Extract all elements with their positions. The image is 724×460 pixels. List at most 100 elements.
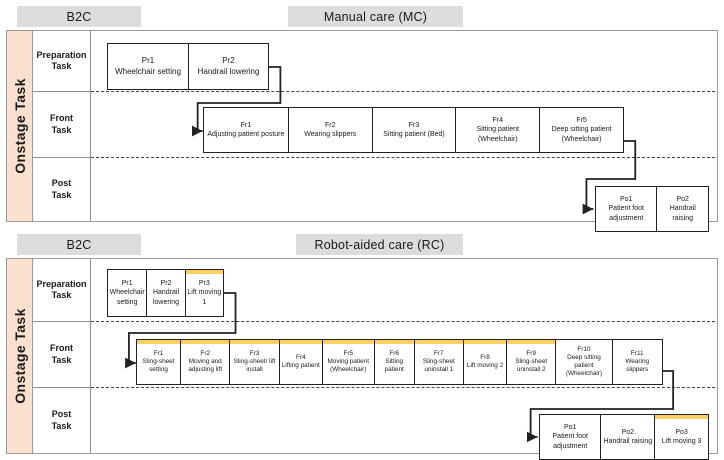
task-code-pr2-manual: Pr2 <box>222 56 235 66</box>
task-box-fr2-manual[interactable]: Fr2 Wearing slippers <box>287 108 372 152</box>
task-label-po2-manual: Handrail raising <box>669 205 696 222</box>
onstage-label-manual: Onstage Task <box>11 78 28 174</box>
diagram-canvas-manual: Pr1 Wheelchair setting Pr2 Handrail lowe… <box>91 31 717 232</box>
task-code-fr4-manual: Fr4 <box>492 117 504 125</box>
row-label-post-line1-robot: Post <box>51 409 72 420</box>
row-label-front-line1: Front <box>50 113 73 124</box>
task-label-pr2-robot: Handrail lowering <box>152 289 180 306</box>
task-box-fr8-robot[interactable]: Fr8 Lift moving 2 <box>462 340 507 384</box>
task-label-fr4-manual: Sitting patient (Wheelchair) <box>476 126 519 143</box>
row-label-prep-line2-robot: Task <box>51 290 72 300</box>
row-label-prep-line1: Preparation <box>36 49 87 60</box>
task-box-fr2-robot[interactable]: Fr2 Moving and adjusting lift <box>180 340 230 384</box>
task-label-fr10-robot: Deep sitting patient (Wheelchair) <box>565 354 603 377</box>
task-box-fr3-robot[interactable]: Fr3 Sling-sheet/ lift install <box>229 340 280 384</box>
preparation-task-group-robot: Pr1 Wheelchair setting Pr2 Handrail lowe… <box>107 269 224 317</box>
preparation-task-group-manual: Pr1 Wheelchair setting Pr2 Handrail lowe… <box>107 43 269 90</box>
title-chip-robot-aided-care: Robot-aided care (RC) <box>296 234 463 255</box>
post-task-group-manual: Po1 Patient foot adjustment Po2 Handrail… <box>595 186 709 232</box>
task-code-fr7-robot: Fr7 <box>434 350 444 357</box>
row-label-front-robot: Front Task <box>33 321 90 387</box>
row-label-prep-line1-robot: Preparation <box>36 278 87 289</box>
row-label-column-manual: Preparation Task Front Task Post Task <box>33 31 91 221</box>
row-label-front-manual: Front Task <box>33 91 90 157</box>
swimlane-divider-prep-front-manual <box>91 91 715 92</box>
task-code-po2-robot: Po2 <box>621 428 635 436</box>
row-label-preparation-robot: Preparation Task <box>33 259 90 321</box>
task-code-fr11-robot: Fr11 <box>630 350 644 357</box>
diagram-canvas-robot: Pr1 Wheelchair setting Pr2 Handrail lowe… <box>91 259 717 460</box>
swimlane-divider-front-post-manual <box>91 157 715 158</box>
task-label-pr1-manual: Wheelchair setting <box>115 66 181 76</box>
task-box-pr3-robot[interactable]: Pr3 Lift moving 1 <box>184 270 224 316</box>
row-label-prep-line2: Task <box>51 61 72 71</box>
task-box-pr2-manual[interactable]: Pr2 Handrail lowering <box>188 44 268 89</box>
task-code-fr2-manual: Fr2 <box>324 121 336 129</box>
task-label-fr2-manual: Wearing slippers <box>304 131 357 138</box>
task-label-fr1-manual: Adjusting patient posture <box>207 131 285 138</box>
task-box-po2-manual[interactable]: Po2 Handrail raising <box>656 187 708 231</box>
onstage-label-robot: Onstage Task <box>11 308 28 404</box>
task-box-pr1-robot[interactable]: Pr1 Wheelchair setting <box>108 270 147 316</box>
onstage-band-manual: Onstage Task <box>7 31 33 221</box>
task-label-fr2-robot: Moving and adjusting lift <box>188 358 223 373</box>
b2c-chip-robot: B2C <box>17 234 141 255</box>
row-label-post-robot: Post Task <box>33 387 90 453</box>
task-box-po1-manual[interactable]: Po1 Patient foot adjustment <box>596 187 657 231</box>
task-code-fr1-robot: Fr1 <box>153 350 164 357</box>
row-label-post-manual: Post Task <box>33 157 90 221</box>
task-code-pr1-manual: Pr1 <box>141 56 155 66</box>
task-box-fr4-manual[interactable]: Fr4 Sitting patient (Wheelchair) <box>455 108 540 152</box>
task-box-fr5-robot[interactable]: Fr5 Moving patient (Wheelchair) <box>321 340 374 384</box>
task-box-fr7-robot[interactable]: Fr7 Sling-sheet uninstall 1 <box>413 340 464 384</box>
task-box-fr11-robot[interactable]: Fr11 Wearing slippers <box>611 340 662 384</box>
swimlane-divider-front-post-robot <box>91 387 715 388</box>
task-box-po3-robot[interactable]: Po3 Lift moving 3 <box>654 415 708 459</box>
task-box-fr1-manual[interactable]: Fr1 Adjusting patient posture <box>204 108 288 152</box>
task-box-fr6-robot[interactable]: Fr6 Sitting patient <box>373 340 414 384</box>
task-box-fr4-robot[interactable]: Fr4 Lifting patient <box>278 340 322 384</box>
task-box-fr5-manual[interactable]: Fr5 Deep sitting patient (Wheelchair) <box>539 108 623 152</box>
row-label-front-line2: Task <box>51 124 72 135</box>
task-label-fr11-robot: Wearing slippers <box>625 358 650 373</box>
task-code-fr10-robot: Fr10 <box>577 346 591 353</box>
task-code-fr2-robot: Fr2 <box>200 350 211 357</box>
front-task-group-manual: Fr1 Adjusting patient posture Fr2 Wearin… <box>203 107 624 153</box>
task-code-fr8-robot: Fr8 <box>480 354 490 361</box>
task-code-fr4-robot: Fr4 <box>295 354 306 361</box>
task-code-po3-robot: Po3 <box>675 428 688 436</box>
task-label-fr1-robot: Sling-sheet setting <box>142 358 175 373</box>
task-label-po2-robot: Handrail raising <box>603 438 653 445</box>
task-code-fr9-robot: Fr9 <box>526 350 536 357</box>
task-code-po2-manual: Po2 <box>676 196 689 204</box>
task-code-fr6-robot: Fr6 <box>389 350 399 357</box>
row-label-post-line2: Task <box>51 189 72 200</box>
task-label-pr2-manual: Handrail lowering <box>197 66 260 76</box>
task-label-fr9-robot: Sling-sheet uninstall 2 <box>515 358 548 373</box>
row-label-preparation-manual: Preparation Task <box>33 31 90 91</box>
task-box-po2-robot[interactable]: Po2 Handrail raising <box>600 415 655 459</box>
task-code-po1-manual: Po1 <box>620 196 633 204</box>
row-label-front-line1-robot: Front <box>50 343 73 354</box>
row-label-post-line2-robot: Task <box>51 420 72 431</box>
task-box-fr9-robot[interactable]: Fr9 Sling-sheet uninstall 2 <box>506 340 556 384</box>
task-label-fr5-manual: Deep sitting patient (Wheelchair) <box>551 126 612 143</box>
task-box-po1-robot[interactable]: Po1 Patient foot adjustment <box>540 415 601 459</box>
task-code-pr2-robot: Pr2 <box>160 280 172 288</box>
task-box-fr10-robot[interactable]: Fr10 Deep sitting patient (Wheelchair) <box>555 340 612 384</box>
task-label-pr3-robot: Lift moving 1 <box>187 289 222 306</box>
diagram-manual-care: Onstage Task Preparation Task Front Task… <box>6 30 718 232</box>
task-label-po1-manual: Patient foot adjustment <box>608 205 644 222</box>
task-box-fr1-robot[interactable]: Fr1 Sling-sheet setting <box>137 340 181 384</box>
task-code-po1-robot: Po1 <box>564 424 577 432</box>
task-label-fr3-manual: Sitting patient (Bed) <box>383 131 445 138</box>
front-task-group-robot: Fr1 Sling-sheet setting Fr2 Moving and a… <box>136 339 663 385</box>
task-box-pr2-robot[interactable]: Pr2 Handrail lowering <box>146 270 185 316</box>
post-task-group-robot: Po1 Patient foot adjustment Po2 Handrail… <box>539 414 709 460</box>
row-label-front-line2-robot: Task <box>51 354 72 365</box>
task-box-pr1-manual[interactable]: Pr1 Wheelchair setting <box>108 44 188 89</box>
title-chip-manual-care: Manual care (MC) <box>288 6 463 27</box>
task-code-fr5-manual: Fr5 <box>576 117 587 125</box>
diagram-robot-aided-care: Onstage Task Preparation Task Front Task… <box>6 258 718 460</box>
task-box-fr3-manual[interactable]: Fr3 Sitting patient (Bed) <box>371 108 456 152</box>
